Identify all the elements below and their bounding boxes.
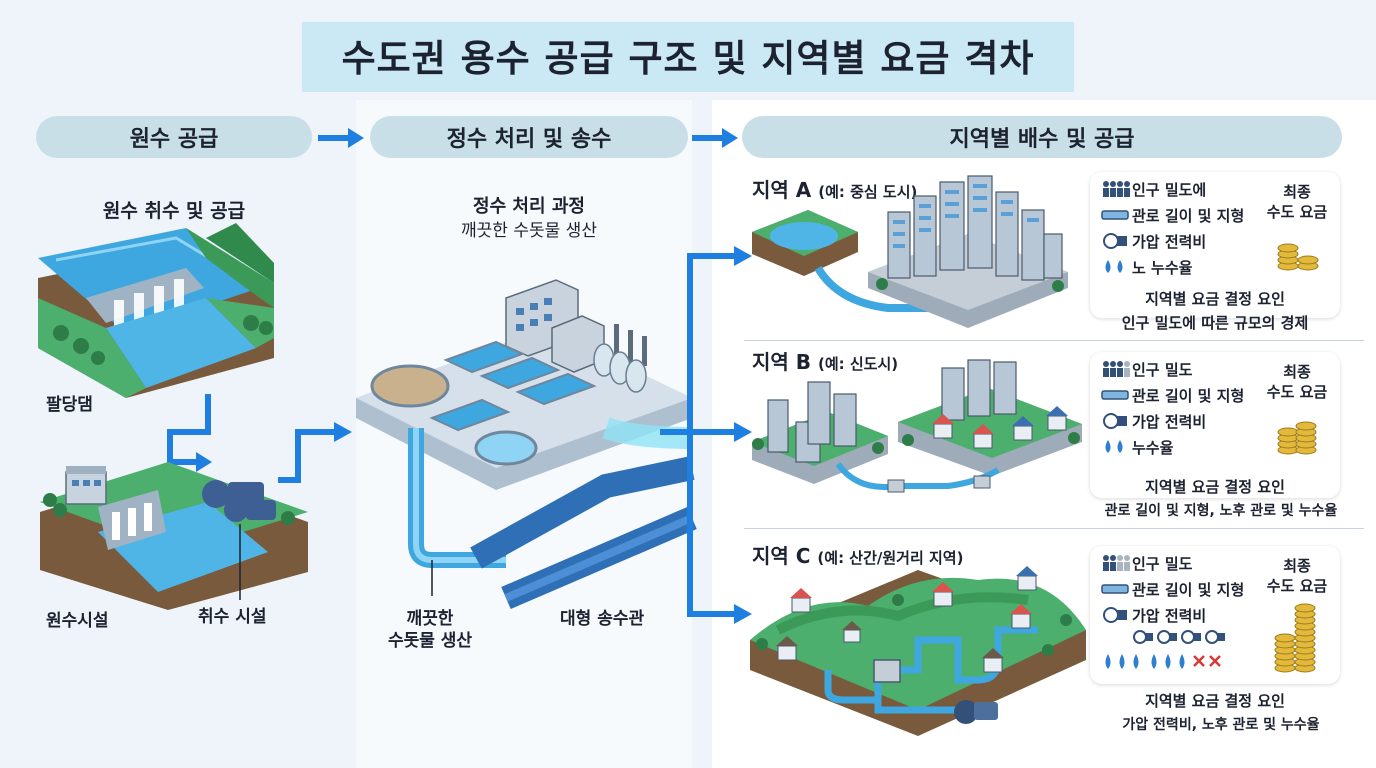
treatment-plant-illustration xyxy=(356,279,697,610)
region-a-factor-leak: 노 누수율 xyxy=(1102,256,1192,278)
region-c-factor-population: 인구 밀도 xyxy=(1102,552,1192,574)
population-icon xyxy=(1102,360,1132,378)
clean-water-label-line2: 수돗물 생산 xyxy=(387,631,473,651)
water-drop-icon xyxy=(1102,258,1132,276)
region-a-final-fee: 최종 수도 요금 xyxy=(1262,182,1332,277)
population-icon xyxy=(1102,180,1132,198)
region-a-summary-line1: 지역별 요금 결정 요인 xyxy=(1145,290,1285,308)
region-c-name: 지역 C xyxy=(752,544,811,568)
region-a-factor-label-1: 인구 밀도에 xyxy=(1132,180,1207,199)
intake-facility-illustration xyxy=(40,462,308,610)
dam-label: 팔당댐 xyxy=(46,395,93,415)
source-column-bg xyxy=(0,100,316,768)
pipe-icon xyxy=(1101,582,1132,596)
region-a-factor-label-4: 노 누수율 xyxy=(1132,258,1193,277)
dam-illustration xyxy=(38,223,274,398)
region-c-final-line1: 최종 xyxy=(1283,557,1311,575)
region-b-illustration xyxy=(752,359,1082,493)
region-a-summary-line2: 인구 밀도에 따른 규모의 경제 xyxy=(1121,314,1309,332)
facility-label: 원수시설 xyxy=(46,611,109,631)
region-b-summary-line2: 관로 길이 및 지형, 노후 관로 및 누수율 xyxy=(1104,503,1338,519)
region-b-name: 지역 B xyxy=(752,350,812,374)
region-b-summary-line1: 지역별 요금 결정 요인 xyxy=(1145,478,1285,496)
region-a-factor-card: 인구 밀도에 관로 길이 및 지형 가압 전력비 노 누수율 최종 수도 요금 xyxy=(1090,172,1340,318)
stage-distribution-pill: 지역별 배수 및 공급 xyxy=(742,116,1342,158)
region-separator-2 xyxy=(744,528,1364,529)
region-c-illustration xyxy=(750,566,1086,736)
region-a-title: 지역 A (예: 중심 도시) xyxy=(752,174,917,203)
region-b-example: (예: 신도시) xyxy=(817,355,899,373)
intake-label: 취수 시설 xyxy=(198,607,267,627)
region-a-name: 지역 A xyxy=(752,178,812,202)
water-leak-icons xyxy=(1105,654,1221,669)
pump-icon xyxy=(1102,606,1132,624)
region-a-factor-label-3: 가압 전력비 xyxy=(1132,232,1207,251)
stage-source-pill: 원수 공급 xyxy=(36,116,312,158)
clean-water-label-line1: 깨끗한 xyxy=(406,609,454,629)
region-c-title: 지역 C (예: 산간/원거리 지역) xyxy=(752,540,963,569)
region-b-factor-label-4: 누수율 xyxy=(1132,438,1174,457)
region-a-illustration xyxy=(752,175,1068,328)
region-c-factor-label-1: 인구 밀도 xyxy=(1132,554,1193,573)
pump-row-icons xyxy=(1133,630,1225,644)
region-b-title: 지역 B (예: 신도시) xyxy=(752,346,898,375)
water-drop-icon xyxy=(1102,438,1132,456)
region-b-factor-pipe: 관로 길이 및 지형 xyxy=(1101,384,1245,406)
region-a-final-line2: 수도 요금 xyxy=(1266,203,1328,221)
treatment-to-regions-arrows xyxy=(660,246,752,624)
page-title-wrap: 수도권 용수 공급 구조 및 지역별 요금 격차 xyxy=(0,22,1376,92)
treatment-subtitle-line1: 정수 처리 과정 xyxy=(473,196,585,217)
region-c-example: (예: 산간/원거리 지역) xyxy=(817,549,964,567)
dam-to-intake-arrow xyxy=(167,394,212,472)
region-a-example: (예: 중심 도시) xyxy=(818,183,918,201)
region-b-final-line2: 수도 요금 xyxy=(1266,383,1328,401)
region-c-factor-card: 인구 밀도 관로 길이 및 지형 가압 전력비 최종 수도 요금 xyxy=(1090,546,1340,684)
pipe-icon xyxy=(1101,388,1132,402)
region-b-factor-power: 가압 전력비 xyxy=(1102,410,1206,432)
region-c-factor-label-2: 관로 길이 및 지형 xyxy=(1132,580,1245,599)
region-c-summary-line2: 가압 전력비, 노후 관로 및 누수율 xyxy=(1122,717,1320,733)
stage-arrow-1 xyxy=(318,128,364,148)
region-c-final-line2: 수도 요금 xyxy=(1266,577,1328,595)
source-subtitle: 원수 취수 및 공급 xyxy=(102,200,246,222)
pipe-icon xyxy=(1101,208,1132,222)
region-c-factor-power: 가압 전력비 xyxy=(1102,604,1206,626)
clean-water-pointer xyxy=(431,560,433,596)
stage-arrow-2 xyxy=(692,128,738,148)
stage-treatment-pill: 정수 처리 및 송수 xyxy=(370,116,688,158)
intake-pointer-line xyxy=(239,524,241,600)
population-icon xyxy=(1102,554,1132,572)
treatment-subtitle-line2: 깨끗한 수돗물 생산 xyxy=(461,221,597,241)
coin-stack-icon xyxy=(1277,243,1319,271)
coin-stack-icon xyxy=(1274,603,1316,673)
coin-stack-icon xyxy=(1277,421,1317,455)
region-c-factor-label-3: 가압 전력비 xyxy=(1132,606,1207,625)
region-b-final-line1: 최종 xyxy=(1283,363,1311,381)
region-b-factor-label-1: 인구 밀도 xyxy=(1132,360,1193,379)
source-to-treatment-arrow xyxy=(278,422,352,483)
pipe-label: 대형 송수관 xyxy=(560,609,645,629)
region-c-factor-pipe: 관로 길이 및 지형 xyxy=(1101,578,1245,600)
region-b-factor-population: 인구 밀도 xyxy=(1102,358,1192,380)
region-a-factor-population: 인구 밀도에 xyxy=(1102,178,1206,200)
region-b-factor-label-2: 관로 길이 및 지형 xyxy=(1132,386,1245,405)
pump-icon xyxy=(1102,232,1132,250)
region-b-factor-card: 인구 밀도 관로 길이 및 지형 가압 전력비 누수율 최종 수도 요금 xyxy=(1090,352,1340,498)
page-title: 수도권 용수 공급 구조 및 지역별 요금 격차 xyxy=(301,22,1075,92)
region-c-summary-line1: 지역별 요금 결정 요인 xyxy=(1145,692,1285,710)
region-a-factor-power: 가압 전력비 xyxy=(1102,230,1206,252)
region-a-factor-pipe: 관로 길이 및 지형 xyxy=(1101,204,1245,226)
region-a-final-line1: 최종 xyxy=(1283,183,1311,201)
region-c-final-fee: 최종 수도 요금 xyxy=(1262,556,1332,681)
pump-icon xyxy=(1102,412,1132,430)
region-b-factor-leak: 누수율 xyxy=(1102,436,1173,458)
region-a-factor-label-2: 관로 길이 및 지형 xyxy=(1132,206,1245,225)
region-b-final-fee: 최종 수도 요금 xyxy=(1262,362,1332,461)
region-b-factor-label-3: 가압 전력비 xyxy=(1132,412,1207,431)
region-separator-1 xyxy=(744,340,1364,341)
